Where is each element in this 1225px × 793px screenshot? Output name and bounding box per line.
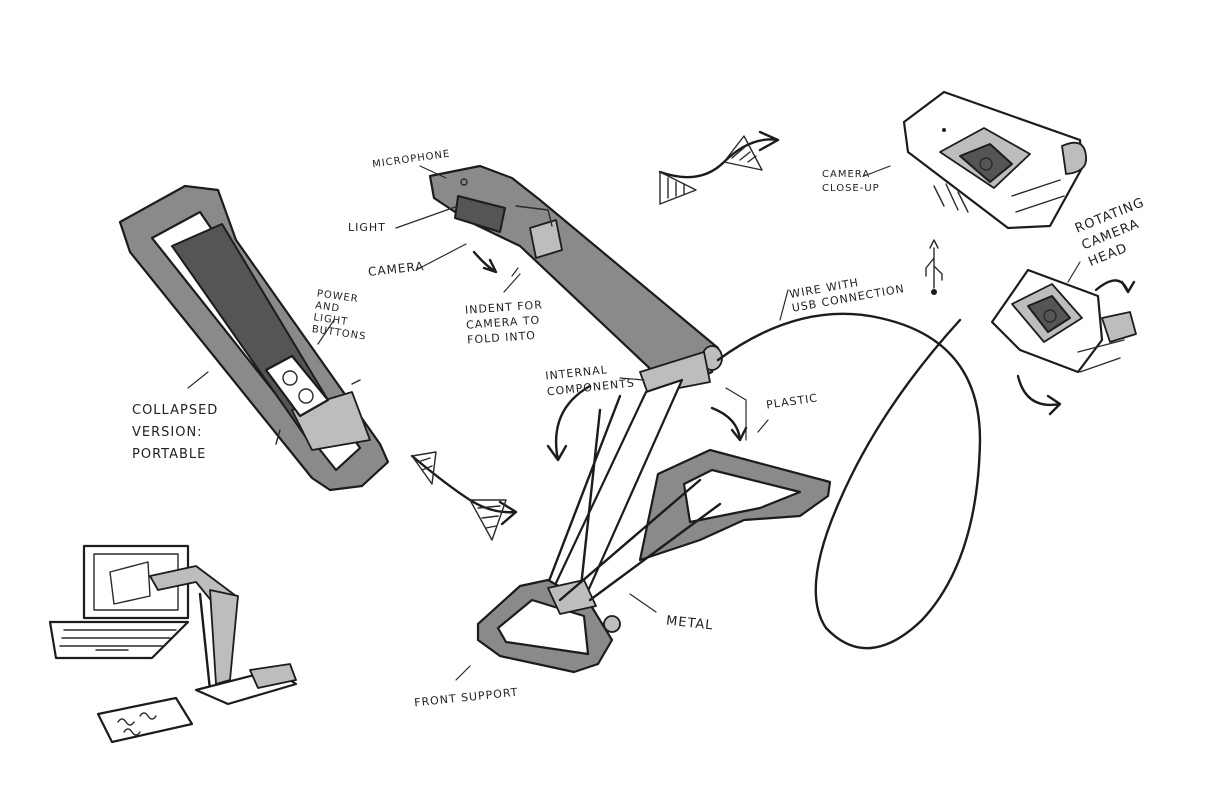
label-power-buttons: POWER AND LIGHT BUTTONS <box>311 288 367 343</box>
rotation-arrow-top <box>658 130 780 205</box>
leader-lines <box>187 165 1081 681</box>
usb-cable-drawing <box>716 239 982 650</box>
rotating-head-drawing <box>990 268 1137 416</box>
rotation-arrow-left <box>410 451 518 541</box>
label-light: LIGHT <box>348 221 386 234</box>
deployed-device-drawing <box>428 164 832 674</box>
laptop-scene-drawing <box>48 544 298 744</box>
label-collapsed: COLLAPSED VERSION: PORTABLE <box>132 403 219 462</box>
collapsed-device-drawing <box>118 184 390 492</box>
camera-closeup-drawing <box>902 90 1088 230</box>
label-closeup: CAMERA CLOSE-UP <box>822 169 880 194</box>
label-indent: INDENT FOR CAMERA TO FOLD INTO <box>464 298 544 347</box>
